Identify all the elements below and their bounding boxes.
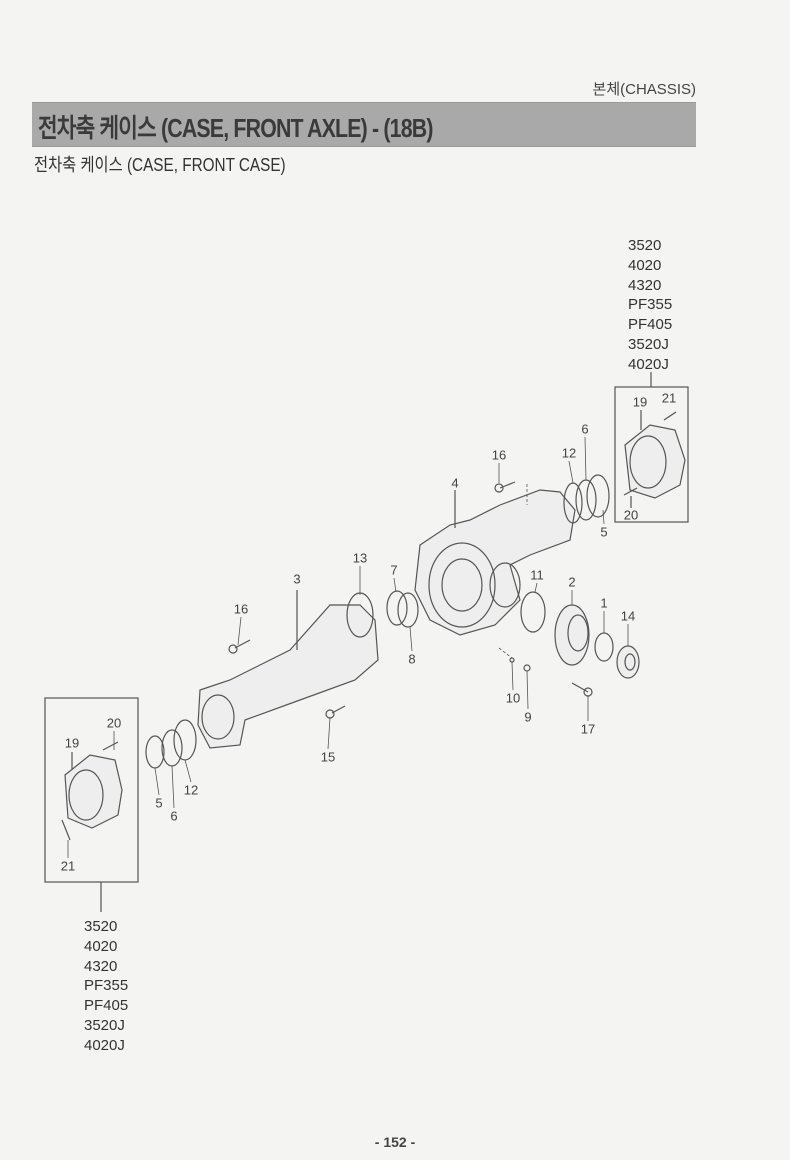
callout-20: 20 [106,715,122,731]
hub-housing-right [623,410,686,508]
title-bar [32,102,696,147]
left-hub-group-box [44,697,139,883]
callout-3: 3 [293,571,301,587]
callout-8: 8 [408,651,416,667]
callout-6: 6 [170,808,178,824]
callout-13: 13 [352,550,368,566]
model-item: 3520 [628,237,662,254]
left-model-list: 3520 4020 4320 PF355 PF405 3520J 4020J [84,917,128,1056]
callout-4: 4 [451,475,459,491]
model-item: PF355 [84,977,129,995]
model-item: 4320 [84,957,118,975]
callout-16: 16 [233,601,249,617]
callout-6: 6 [581,421,589,437]
model-item: 3520 [84,918,118,935]
callout-21: 21 [60,858,76,874]
callout-9: 9 [524,709,532,725]
callout-14: 14 [620,608,636,624]
callout-16: 16 [491,447,507,463]
side-flange-parts [554,604,640,679]
callout-12: 12 [561,445,577,461]
model-item: PF405 [628,316,673,334]
model-item: PF405 [84,997,129,1015]
leader-lines [67,436,629,858]
section-label: 본체(CHASSIS) [592,81,696,98]
callout-19: 19 [64,735,80,751]
page-title: 전차축 케이스 (CASE, FRONT AXLE) - (18B) [38,113,433,143]
callout-20: 20 [623,507,639,523]
model-item: 4020J [628,355,669,373]
right-model-list: 3520 4020 4320 PF355 PF405 3520J 4020J [628,236,672,375]
page-number: - 152 - [374,1134,416,1150]
axle-housing [197,590,379,749]
callout-1: 1 [600,595,608,611]
callout-10: 10 [505,690,521,706]
model-item: PF355 [628,296,673,314]
o-rings [145,474,610,769]
differential-case [414,489,576,636]
callout-17: 17 [580,721,596,737]
callout-11: 11 [530,567,544,583]
model-item: 4020J [84,1036,125,1054]
callout-12: 12 [183,782,199,798]
callout-15: 15 [320,749,336,765]
callout-2: 2 [568,574,576,590]
callout-19: 19 [632,394,648,410]
model-item: 4020 [628,256,662,274]
model-item: 3520J [84,1016,125,1034]
model-item: 3520J [628,335,669,353]
callout-5: 5 [600,524,608,540]
bolts [228,481,593,719]
callout-21: 21 [661,390,677,406]
callout-7: 7 [390,562,398,578]
page-subtitle: 전차축 케이스 (CASE, FRONT CASE) [34,155,286,175]
model-item: 4020 [84,937,118,955]
model-item: 4320 [628,276,662,294]
callout-5: 5 [155,795,163,811]
hub-housing-left [61,741,123,841]
